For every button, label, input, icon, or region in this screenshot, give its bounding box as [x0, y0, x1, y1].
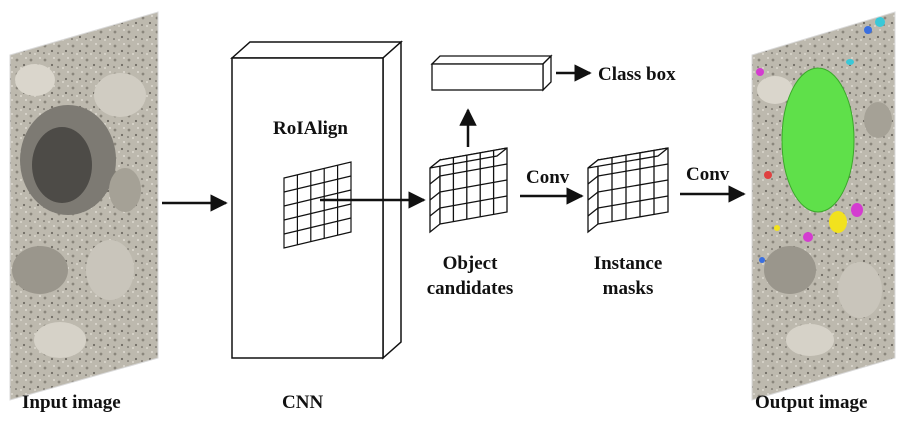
input-image-label: Input image: [22, 392, 121, 413]
green-mask: [781, 67, 855, 213]
class-box-label: Class box: [598, 64, 676, 85]
output-image: [751, 11, 896, 401]
output-image-label: Output image: [755, 392, 867, 413]
conv-label-1: Conv: [526, 167, 570, 188]
conv-label-2: Conv: [686, 164, 730, 185]
object-candidates-block: [429, 147, 508, 234]
instance-masks-label-line1: Instance: [594, 253, 663, 274]
input-image: [9, 11, 159, 401]
roi-grid: [283, 161, 352, 249]
cnn-label: CNN: [282, 392, 323, 413]
roialign-label: RoIAlign: [273, 118, 348, 139]
instance-masks-label-line2: masks: [603, 278, 654, 299]
instance-masks-block: [587, 147, 669, 234]
object-candidates-label-line1: Object: [443, 253, 499, 274]
object-candidates-label-line2: candidates: [427, 278, 514, 299]
class-box-block: [430, 54, 553, 92]
